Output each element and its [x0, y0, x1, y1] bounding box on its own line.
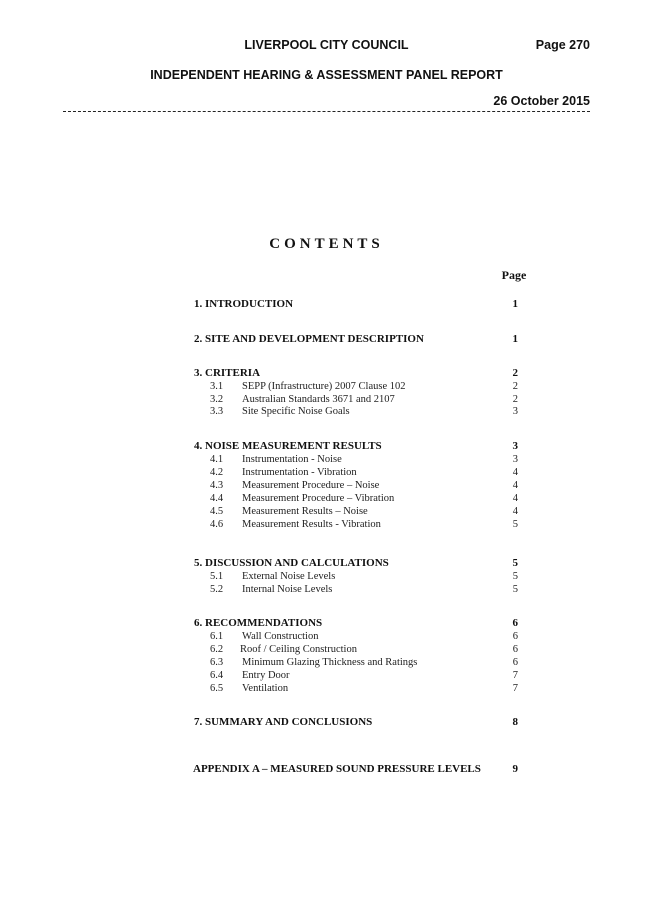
toc-subsection-number: 6.5	[210, 683, 224, 694]
toc-subsection-number: 3.1	[210, 381, 224, 392]
header-divider	[63, 111, 590, 112]
toc-subsection-page: 5	[512, 571, 518, 582]
toc-subsection-label: Internal Noise Levels	[242, 584, 333, 595]
toc-subsection-label: External Noise Levels	[242, 571, 336, 582]
toc-subsection-label: Australian Standards 3671 and 2107	[242, 394, 395, 405]
toc-section-page: 3	[512, 440, 519, 452]
contents-heading: CONTENTS	[269, 236, 384, 252]
toc-subsection-number: 4.4	[210, 493, 224, 504]
toc-subsection-row: 5.1 External Noise Levels 5	[210, 571, 524, 584]
toc-section-label: 3. CRITERIA	[194, 367, 261, 379]
toc-subsection-page: 7	[512, 683, 518, 694]
toc-subsection-number: 4.3	[210, 480, 224, 491]
toc-section-label: 5. DISCUSSION AND CALCULATIONS	[194, 557, 389, 569]
toc-section-page: 1	[512, 333, 519, 345]
page-column-heading: Page	[501, 268, 527, 282]
toc-subsection-number: 4.6	[210, 519, 224, 530]
toc-subsection-number: 4.5	[210, 506, 224, 517]
toc-subsection-page: 3	[512, 406, 518, 417]
toc-section-page: 5	[512, 557, 519, 569]
toc-section-page: 1	[512, 298, 519, 310]
toc-subsection-page: 7	[512, 670, 518, 681]
toc-section-row: 2. SITE AND DEVELOPMENT DESCRIPTION 1	[194, 333, 524, 347]
toc-section-label: 7. SUMMARY AND CONCLUSIONS	[194, 716, 373, 728]
toc-section-row: 7. SUMMARY AND CONCLUSIONS 8	[194, 716, 524, 730]
toc-subsection-label: Instrumentation - Vibration	[242, 467, 357, 478]
toc-subsection-page: 5	[512, 519, 518, 530]
toc-section-label: APPENDIX A – MEASURED SOUND PRESSURE LEV…	[193, 763, 481, 775]
toc-subsection-page: 6	[512, 644, 518, 655]
toc-subsection-number: 6.4	[210, 670, 224, 681]
toc-subsection-row: 3.1 SEPP (Infrastructure) 2007 Clause 102…	[210, 381, 524, 394]
toc-subsection-row: 5.2 Internal Noise Levels 5	[210, 584, 524, 597]
report-title: INDEPENDENT HEARING & ASSESSMENT PANEL R…	[150, 68, 503, 82]
toc-subsection-row: 3.2 Australian Standards 3671 and 2107 2	[210, 394, 524, 407]
toc-subsection-row: 6.3 Minimum Glazing Thickness and Ratings…	[210, 657, 524, 670]
toc-subsection-label: SEPP (Infrastructure) 2007 Clause 102	[242, 381, 406, 392]
toc-subsection-row: 4.3 Measurement Procedure – Noise 4	[210, 480, 524, 493]
toc-subsection-row: 3.3 Site Specific Noise Goals 3	[210, 406, 524, 419]
toc-subsection-number: 4.1	[210, 454, 224, 465]
toc-subsection-page: 3	[512, 454, 518, 465]
toc-subsection-label: Minimum Glazing Thickness and Ratings	[242, 657, 418, 668]
toc-subsection-row: 6.1 Wall Construction 6	[210, 631, 524, 644]
toc-subsection-page: 4	[512, 480, 518, 491]
toc-subsection-label: Instrumentation - Noise	[242, 454, 342, 465]
toc-subsection-label: Measurement Results - Vibration	[242, 519, 381, 530]
report-date: 26 October 2015	[493, 94, 590, 108]
toc-section-row: 4. NOISE MEASUREMENT RESULTS 3	[194, 440, 524, 454]
page-number: Page 270	[535, 38, 590, 52]
toc-subsection-number: 3.3	[210, 406, 224, 417]
toc-subsection-row: 6.4 Entry Door 7	[210, 670, 524, 683]
toc-subsection-number: 6.3	[210, 657, 224, 668]
toc-subsection-number: 4.2	[210, 467, 224, 478]
toc-section-label: 6. RECOMMENDATIONS	[194, 617, 323, 629]
toc-subsection-page: 5	[512, 584, 518, 595]
toc-subsection-label: Measurement Procedure – Noise	[242, 480, 380, 491]
toc-subsection-label: Site Specific Noise Goals	[242, 406, 350, 417]
toc-subsection-row: 4.4 Measurement Procedure – Vibration 4	[210, 493, 524, 506]
toc-subsection-page: 6	[512, 631, 518, 642]
toc-subsection-row: 4.6 Measurement Results - Vibration 5	[210, 519, 524, 532]
toc-subsection-label: Ventilation	[242, 683, 289, 694]
toc-section-row: 3. CRITERIA 2	[194, 367, 524, 381]
toc-subsection-label: Measurement Procedure – Vibration	[242, 493, 395, 504]
toc-section-row: APPENDIX A – MEASURED SOUND PRESSURE LEV…	[193, 763, 524, 777]
toc-subsection-page: 2	[512, 394, 518, 405]
toc-subsection-label: Roof / Ceiling Construction	[240, 644, 357, 655]
toc-subsection-number: 5.2	[210, 584, 224, 595]
toc-section-page: 8	[512, 716, 519, 728]
toc-subsection-label: Entry Door	[242, 670, 290, 681]
toc-subsection-page: 4	[512, 493, 518, 504]
toc-section-page: 9	[512, 763, 519, 775]
toc-subsection-label: Wall Construction	[242, 631, 319, 642]
toc-subsection-page: 6	[512, 657, 518, 668]
council-name: LIVERPOOL CITY COUNCIL	[244, 38, 409, 52]
toc-subsection-page: 2	[512, 381, 518, 392]
toc-section-row: 6. RECOMMENDATIONS 6	[194, 617, 524, 631]
toc-section-label: 2. SITE AND DEVELOPMENT DESCRIPTION	[194, 333, 424, 345]
toc-section-page: 6	[512, 617, 519, 629]
toc-section-label: 1. INTRODUCTION	[194, 298, 294, 310]
toc-subsection-row: 6.2 Roof / Ceiling Construction 6	[210, 644, 524, 657]
toc-subsection-row: 4.5 Measurement Results – Noise 4	[210, 506, 524, 519]
toc-subsection-row: 4.1 Instrumentation - Noise 3	[210, 454, 524, 467]
toc-subsection-row: 4.2 Instrumentation - Vibration 4	[210, 467, 524, 480]
toc-section-page: 2	[512, 367, 519, 379]
toc-subsection-number: 5.1	[210, 571, 224, 582]
toc-subsection-row: 6.5 Ventilation 7	[210, 683, 524, 696]
toc-section-label: 4. NOISE MEASUREMENT RESULTS	[194, 440, 382, 452]
toc-subsection-number: 6.1	[210, 631, 224, 642]
toc-subsection-number: 6.2	[210, 644, 224, 655]
toc-subsection-number: 3.2	[210, 394, 224, 405]
toc-section-row: 1. INTRODUCTION 1	[194, 298, 524, 312]
toc-subsection-page: 4	[512, 467, 518, 478]
toc-section-row: 5. DISCUSSION AND CALCULATIONS 5	[194, 557, 524, 571]
toc-subsection-page: 4	[512, 506, 518, 517]
toc-subsection-label: Measurement Results – Noise	[242, 506, 368, 517]
